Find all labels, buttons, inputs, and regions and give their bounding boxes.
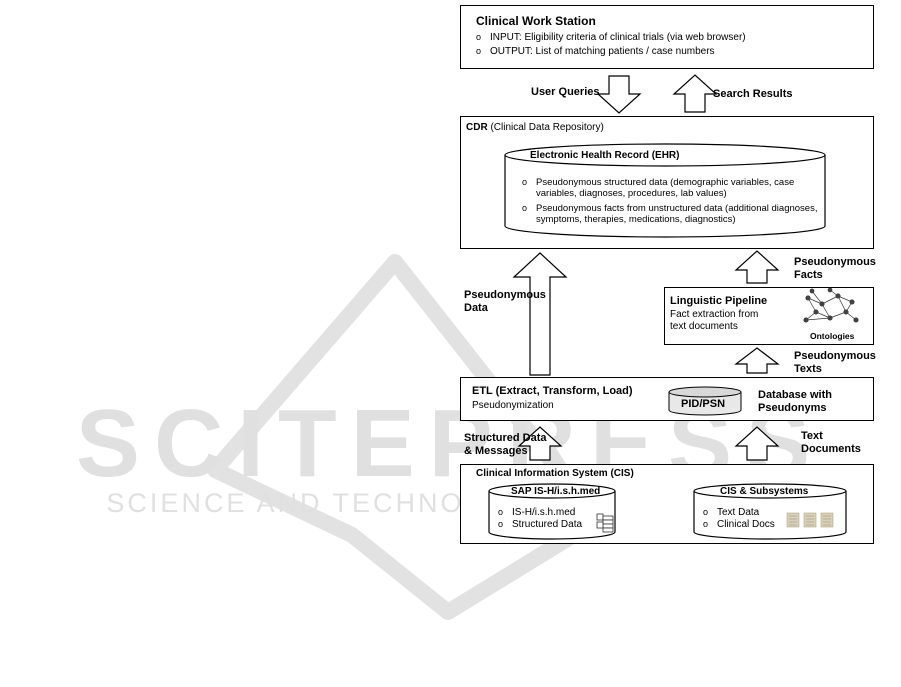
etl-subtitle: Pseudonymization: [472, 400, 554, 411]
cis-item-text-data: Text Data: [703, 507, 759, 518]
pid-psn-cylinder: [668, 386, 742, 416]
etl-title: ETL (Extract, Transform, Load): [472, 385, 633, 397]
pseudonymous-texts-label-2: Texts: [794, 363, 822, 375]
cis-subsystems-title: CIS & Subsystems: [720, 486, 809, 497]
sap-item-ish: IS-H/i.s.h.med: [498, 507, 575, 518]
cis-title: Clinical Information System (CIS): [476, 468, 634, 479]
structured-data-label-2: & Messages: [464, 445, 528, 457]
workstation-title: Clinical Work Station: [476, 14, 596, 28]
text-documents-label-1: Text: [801, 430, 823, 442]
text-documents-arrow: [734, 426, 780, 461]
text-documents-label-2: Documents: [801, 443, 861, 455]
sap-title: SAP IS-H/i.s.h.med: [511, 486, 601, 497]
ehr-bullet-structured: Pseudonymous structured data (demographi…: [522, 177, 794, 188]
sap-item-structured: Structured Data: [498, 519, 582, 530]
pseudonym-db-label-2: Pseudonyms: [758, 402, 827, 414]
structured-data-arrow: [517, 426, 563, 461]
user-queries-label: User Queries: [531, 86, 600, 98]
pseudonymous-data-arrow: [512, 252, 568, 376]
pseudonymous-texts-arrow: [734, 347, 780, 374]
ontologies-label: Ontologies: [810, 331, 855, 341]
cis-item-clinical-docs: Clinical Docs: [703, 519, 775, 530]
pipeline-desc-2: text documents: [670, 321, 738, 332]
pid-psn-label: PID/PSN: [681, 398, 726, 410]
search-results-arrow: [672, 74, 718, 113]
structured-data-label-1: Structured Data: [464, 432, 547, 444]
user-queries-arrow: [596, 75, 642, 114]
pseudonym-db-label-1: Database with: [758, 389, 832, 401]
pseudonymous-texts-label-1: Pseudonymous: [794, 350, 876, 362]
cdr-title: CDR (Clinical Data Repository): [466, 122, 604, 134]
ehr-bullet-unstructured: Pseudonymous facts from unstructured dat…: [522, 203, 817, 214]
pseudonymous-data-label-2: Data: [464, 302, 488, 314]
table-icon: [596, 513, 614, 533]
cdr-title-rest: (Clinical Data Repository): [487, 122, 604, 133]
pseudonymous-facts-label-2: Facts: [794, 269, 823, 281]
pipeline-desc-1: Fact extraction from: [670, 309, 759, 320]
ehr-bullet-structured-cont: variables, diagnoses, procedures, lab va…: [536, 188, 727, 199]
pseudonymous-facts-label-1: Pseudonymous: [794, 256, 876, 268]
document-icons: [786, 512, 834, 528]
ehr-cylinder: [504, 143, 826, 238]
search-results-label: Search Results: [713, 88, 793, 100]
etl-box: [460, 377, 874, 421]
workstation-input: INPUT: Eligibility criteria of clinical …: [476, 32, 746, 43]
pseudonymous-facts-arrow: [734, 250, 780, 284]
ehr-title: Electronic Health Record (EHR): [530, 150, 680, 161]
pseudonymous-data-label-1: Pseudonymous: [464, 289, 546, 301]
ontologies-network-icon: [803, 287, 859, 323]
ehr-bullet-unstructured-cont: symptoms, therapies, medications, diagno…: [536, 214, 736, 225]
pipeline-title: Linguistic Pipeline: [670, 295, 768, 307]
cdr-title-abbr: CDR: [466, 122, 488, 133]
workstation-output: OUTPUT: List of matching patients / case…: [476, 46, 715, 57]
